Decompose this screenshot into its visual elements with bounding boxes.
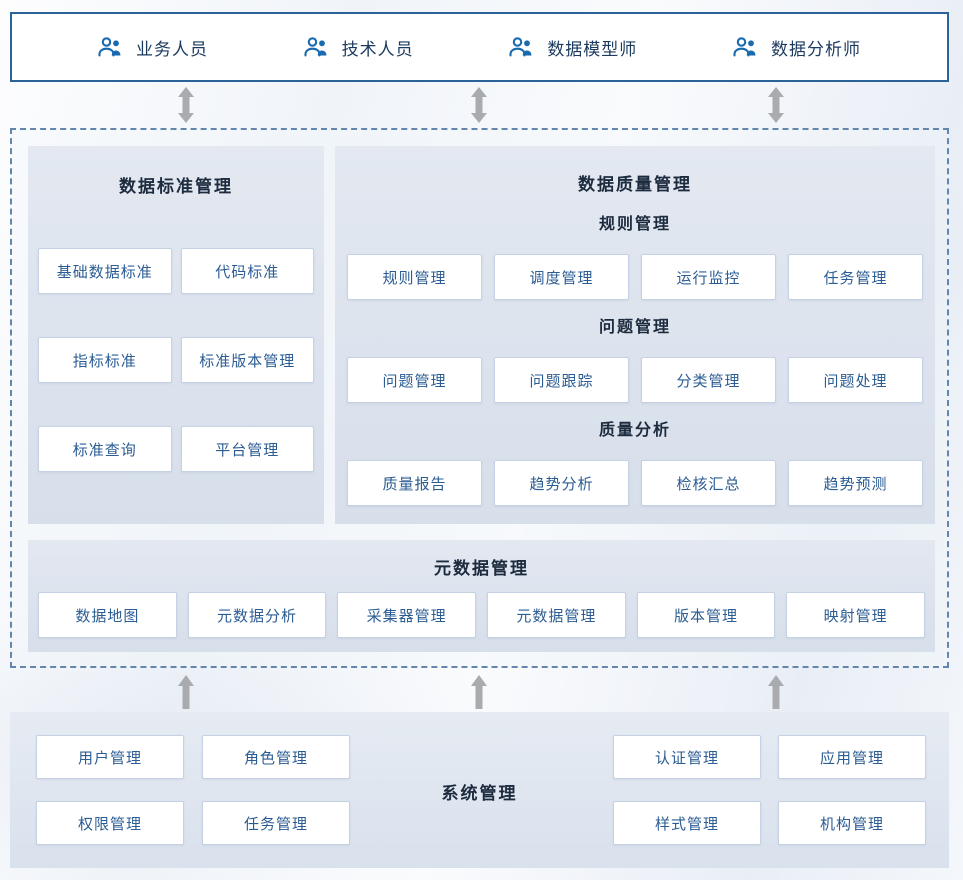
data-quality-panel-title: 数据质量管理 — [578, 175, 692, 194]
system-modules-left: 用户管理 角色管理 权限管理 任务管理 — [36, 735, 350, 845]
system-panel: 用户管理 角色管理 权限管理 任务管理 系统管理 认证管理 应用管理 样式管理 … — [10, 712, 949, 868]
up-arrow-icon — [470, 675, 488, 709]
data-standard-panel: 数据标准管理 基础数据标准 代码标准 指标标准 标准版本管理 标准查询 平台管理 — [28, 146, 324, 524]
module-quality-report: 质量报告 — [347, 460, 482, 506]
group-title-quality-analysis: 质量分析 — [598, 422, 671, 439]
module-problem-tracking: 问题跟踪 — [494, 357, 629, 403]
double-vertical-arrow-icon — [177, 87, 195, 123]
module-trend-analysis: 趋势分析 — [494, 460, 629, 506]
role-label: 业务人员 — [136, 39, 208, 59]
module-standard-version-management: 标准版本管理 — [180, 337, 314, 383]
module-schedule-management: 调度管理 — [494, 254, 629, 300]
module-app-management: 应用管理 — [778, 735, 926, 779]
module-collector-management: 采集器管理 — [337, 592, 476, 638]
module-version-management: 版本管理 — [636, 592, 776, 638]
module-style-management: 样式管理 — [613, 801, 761, 845]
module-permission-management: 权限管理 — [36, 801, 184, 845]
module-code-standards: 代码标准 — [180, 248, 314, 294]
quality-analysis-modules: 质量报告 趋势分析 检核汇总 趋势预测 — [347, 460, 923, 506]
data-standard-modules: 基础数据标准 代码标准 指标标准 标准版本管理 标准查询 平台管理 — [38, 248, 314, 472]
role-label: 数据模型师 — [547, 39, 638, 59]
up-arrow-icon — [767, 675, 785, 709]
double-vertical-arrow-icon — [470, 87, 488, 123]
module-check-summary: 检核汇总 — [641, 460, 776, 506]
module-auth-management: 认证管理 — [613, 735, 761, 779]
module-indicator-standards: 指标标准 — [38, 337, 172, 383]
users-icon — [731, 34, 758, 61]
system-modules-right: 认证管理 应用管理 样式管理 机构管理 — [613, 735, 926, 845]
double-vertical-arrow-icon — [767, 87, 785, 123]
module-run-monitoring: 运行监控 — [641, 254, 776, 300]
module-task-management: 任务管理 — [788, 254, 923, 300]
module-metadata-management: 元数据管理 — [487, 592, 626, 638]
users-icon — [302, 34, 329, 61]
module-basic-data-standards: 基础数据标准 — [38, 248, 172, 294]
group-title-problem-management: 问题管理 — [598, 319, 671, 336]
module-category-management: 分类管理 — [641, 357, 776, 403]
module-role-management: 角色管理 — [202, 735, 350, 779]
module-data-map: 数据地图 — [38, 592, 177, 638]
module-metadata-analysis: 元数据分析 — [187, 592, 327, 638]
module-standard-query: 标准查询 — [38, 426, 172, 472]
up-arrow-icon — [177, 675, 195, 709]
module-user-management: 用户管理 — [36, 735, 184, 779]
system-panel-title: 系统管理 — [441, 784, 518, 803]
module-trend-prediction: 趋势预测 — [788, 460, 923, 506]
module-mapping-management: 映射管理 — [786, 592, 925, 638]
data-standard-panel-title: 数据标准管理 — [119, 177, 233, 196]
role-label: 技术人员 — [341, 39, 414, 59]
metadata-modules: 数据地图 元数据分析 采集器管理 元数据管理 版本管理 映射管理 — [38, 592, 925, 638]
roles-bar: 业务人员 技术人员 数据模型师 — [10, 12, 949, 82]
problem-management-modules: 问题管理 问题跟踪 分类管理 问题处理 — [347, 357, 923, 403]
users-icon — [507, 34, 534, 61]
rule-management-modules: 规则管理 调度管理 运行监控 任务管理 — [347, 254, 923, 300]
role-item-business: 业务人员 — [96, 34, 208, 61]
metadata-panel: 元数据管理 数据地图 元数据分析 采集器管理 元数据管理 版本管理 映射管理 — [28, 540, 935, 652]
group-title-rule-management: 规则管理 — [598, 216, 671, 233]
role-label: 数据分析师 — [770, 39, 861, 59]
role-item-data-analyst: 数据分析师 — [731, 34, 861, 61]
role-item-data-modeler: 数据模型师 — [507, 34, 637, 61]
data-quality-panel: 数据质量管理 规则管理 规则管理 调度管理 运行监控 任务管理 问题管理 问题管… — [335, 146, 935, 524]
metadata-panel-title: 元数据管理 — [434, 559, 529, 578]
module-org-management: 机构管理 — [778, 801, 926, 845]
role-item-technical: 技术人员 — [302, 34, 414, 61]
module-platform-management: 平台管理 — [180, 426, 314, 472]
module-task-management-system: 任务管理 — [202, 801, 350, 845]
module-problem-management: 问题管理 — [347, 357, 482, 403]
module-problem-handling: 问题处理 — [788, 357, 923, 403]
users-icon — [96, 34, 123, 61]
module-rule-management: 规则管理 — [347, 254, 482, 300]
